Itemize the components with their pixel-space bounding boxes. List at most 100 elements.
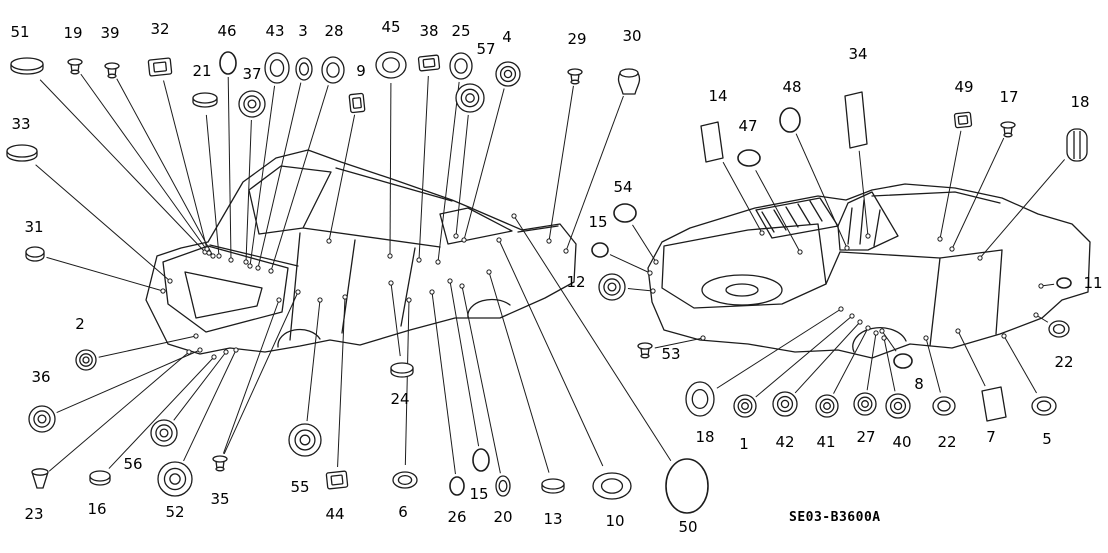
leader-line-30 <box>565 95 624 252</box>
leader-line-41 <box>833 327 869 394</box>
target-marker <box>857 319 863 325</box>
callout-label-44: 44 <box>325 505 344 523</box>
part-icon-8 <box>893 353 913 369</box>
leader-line-29 <box>548 85 574 242</box>
callout-label-57: 57 <box>476 40 495 58</box>
leader-line-40 <box>883 337 896 392</box>
leader-line-8 <box>881 330 897 352</box>
leader-line-19 <box>80 73 210 254</box>
callout-label-11: 11 <box>1083 274 1102 292</box>
leader-line-21 <box>205 114 220 257</box>
part-icon-21 <box>192 92 218 108</box>
leader-line-48 <box>795 133 848 249</box>
part-icon-43 <box>264 52 290 84</box>
leader-line-39 <box>116 78 214 257</box>
callout-label-12: 12 <box>566 273 585 291</box>
part-icons <box>6 51 1088 514</box>
target-marker <box>243 259 249 265</box>
target-marker <box>700 335 706 341</box>
callout-label-50: 50 <box>678 518 697 536</box>
part-icon-33 <box>6 144 38 162</box>
leader-line-28 <box>270 85 329 272</box>
callout-label-49: 49 <box>954 78 973 96</box>
part-icon-55 <box>288 423 322 457</box>
target-marker <box>388 280 394 286</box>
target-marker <box>186 349 192 355</box>
target-marker <box>955 328 961 334</box>
target-marker <box>206 250 212 256</box>
callout-label-38: 38 <box>419 22 438 40</box>
callout-label-5: 5 <box>1042 430 1052 448</box>
leader-line-20 <box>461 285 501 474</box>
target-marker <box>797 249 803 255</box>
target-marker <box>1038 283 1044 289</box>
leader-line-31 <box>46 256 164 292</box>
part-icon-2 <box>75 349 97 371</box>
target-marker <box>216 253 222 259</box>
leader-line-37 <box>245 119 252 263</box>
part-icon-4 <box>495 61 521 87</box>
part-icon-27 <box>853 392 877 416</box>
part-code: SE03-B3600A <box>789 510 881 525</box>
target-marker <box>416 257 422 263</box>
part-icon-36 <box>28 405 56 433</box>
leader-line-53 <box>654 337 704 349</box>
target-marker <box>879 328 885 334</box>
part-icon-3 <box>295 57 313 81</box>
callout-label-34: 34 <box>848 45 867 63</box>
target-marker <box>759 230 765 236</box>
callout-label-43: 43 <box>265 22 284 40</box>
part-icon-22 <box>1048 320 1070 338</box>
callout-label-31: 31 <box>24 218 43 236</box>
part-icon-19 <box>67 58 83 75</box>
leader-line-57 <box>455 114 469 237</box>
part-icon-51 <box>10 57 44 75</box>
callout-label-22: 22 <box>937 433 956 451</box>
target-marker <box>197 347 203 353</box>
target-marker <box>849 313 855 319</box>
leader-line-18 <box>979 159 1066 259</box>
callout-label-36: 36 <box>31 368 50 386</box>
callout-label-27: 27 <box>856 428 875 446</box>
leader-line-35 <box>222 299 280 454</box>
callout-label-22: 22 <box>1054 353 1073 371</box>
callout-label-35: 35 <box>210 490 229 508</box>
leader-line-12 <box>627 288 654 292</box>
car-body-right <box>647 183 1091 359</box>
leader-line-13 <box>488 271 550 473</box>
part-icon-48 <box>779 107 801 133</box>
leader-line-23 <box>48 351 190 472</box>
leader-line-22 <box>925 337 941 393</box>
leader-line-35 <box>223 291 299 455</box>
callout-label-21: 21 <box>192 62 211 80</box>
part-icon-5 <box>1031 396 1057 416</box>
target-marker <box>228 257 234 263</box>
callout-label-41: 41 <box>816 433 835 451</box>
target-marker <box>647 270 653 276</box>
part-icon-26 <box>449 476 465 496</box>
target-marker <box>211 354 217 360</box>
target-marker <box>387 253 393 259</box>
part-icon-38 <box>417 54 441 72</box>
leader-line-1 <box>755 315 853 398</box>
target-marker <box>459 283 465 289</box>
callout-label-33: 33 <box>11 115 30 133</box>
callout-label-55: 55 <box>290 478 309 496</box>
target-marker <box>1001 333 1007 339</box>
target-marker <box>496 237 502 243</box>
target-marker <box>342 294 348 300</box>
part-icon-52 <box>157 461 193 497</box>
target-marker <box>447 278 453 284</box>
part-icon-40 <box>885 393 911 419</box>
part-icon-25 <box>449 52 473 80</box>
part-icon-24 <box>390 362 414 378</box>
target-marker <box>255 265 261 271</box>
callout-label-54: 54 <box>613 178 632 196</box>
target-marker <box>923 335 929 341</box>
part-icon-18 <box>685 381 715 417</box>
target-marker <box>653 259 659 265</box>
leader-line-36 <box>56 349 201 414</box>
leader-line-32 <box>163 80 208 250</box>
leader-line-55 <box>306 299 321 422</box>
